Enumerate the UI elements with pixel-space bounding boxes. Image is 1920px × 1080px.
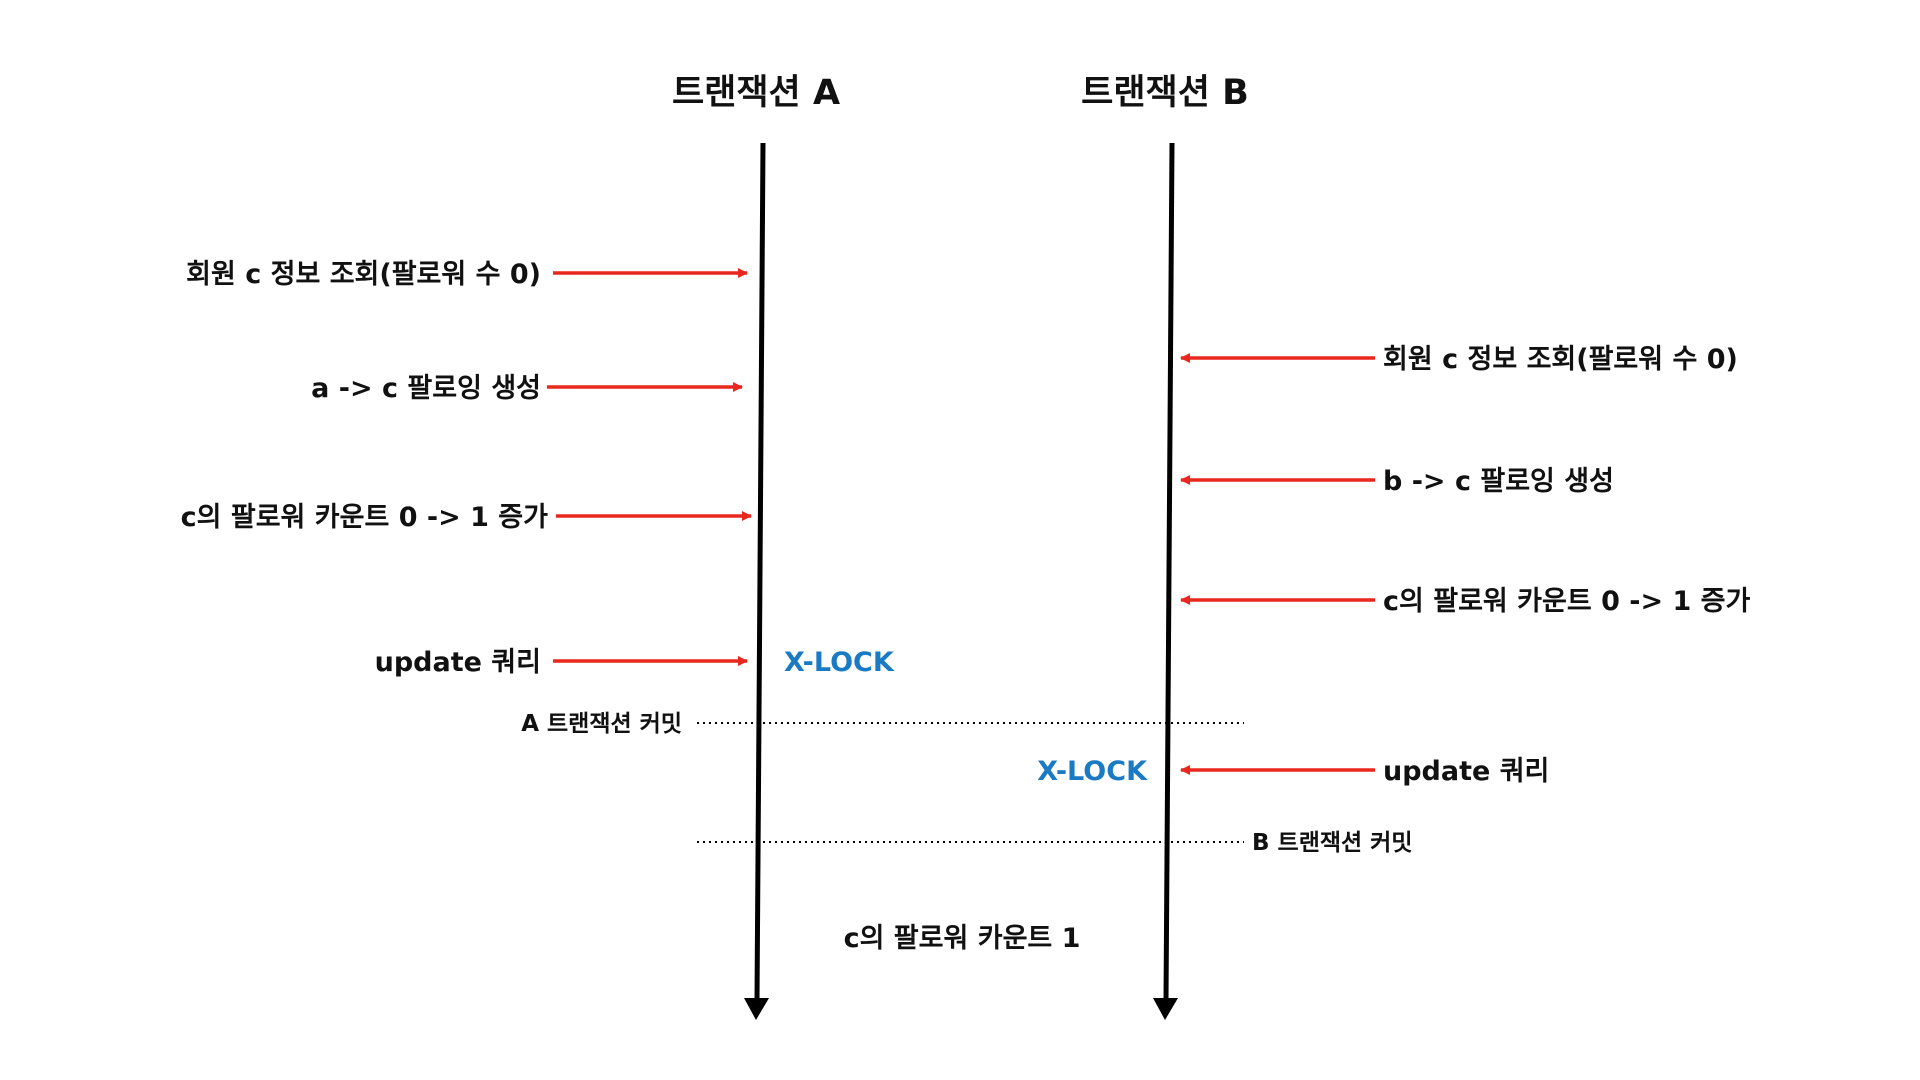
- x-lock-a: X-LOCK: [784, 647, 895, 678]
- timeline-a-arrowhead-icon: [744, 998, 769, 1020]
- timeline-a: [754, 142, 766, 1001]
- timeline-b-arrowhead-icon: [1153, 998, 1178, 1020]
- x-lock-b: X-LOCK: [1037, 756, 1148, 787]
- right-step: update 쿼리: [1180, 756, 1549, 787]
- right-step: b -> c 팔로잉 생성: [1180, 466, 1614, 497]
- right-step: c의 팔로워 카운트 0 -> 1 증가: [1180, 586, 1751, 617]
- step-label: 회원 c 정보 조회(팔로워 수 0): [1383, 344, 1738, 375]
- commit-b-label: B 트랜잭션 커밋: [1252, 830, 1413, 856]
- step-label: b -> c 팔로잉 생성: [1383, 466, 1614, 497]
- step-label: a -> c 팔로잉 생성: [311, 373, 541, 404]
- left-step: 회원 c 정보 조회(팔로워 수 0): [186, 259, 748, 290]
- step-label: update 쿼리: [1383, 756, 1549, 787]
- left-step: a -> c 팔로잉 생성: [311, 373, 743, 404]
- timeline-b: [1163, 142, 1175, 1001]
- commit-a-label: A 트랜잭션 커밋: [521, 711, 682, 737]
- step-label: c의 팔로워 카운트 0 -> 1 증가: [1383, 586, 1751, 617]
- left-step: update 쿼리: [375, 647, 748, 678]
- step-label: update 쿼리: [375, 647, 541, 678]
- result-label: c의 팔로워 카운트 1: [844, 923, 1081, 954]
- title-transaction-a: 트랜잭션 A: [672, 73, 840, 113]
- title-transaction-b: 트랜잭션 B: [1081, 73, 1249, 113]
- left-step: c의 팔로워 카운트 0 -> 1 증가: [181, 502, 752, 533]
- step-label: c의 팔로워 카운트 0 -> 1 증가: [181, 502, 549, 533]
- step-label: 회원 c 정보 조회(팔로워 수 0): [186, 259, 541, 290]
- right-step: 회원 c 정보 조회(팔로워 수 0): [1180, 344, 1738, 375]
